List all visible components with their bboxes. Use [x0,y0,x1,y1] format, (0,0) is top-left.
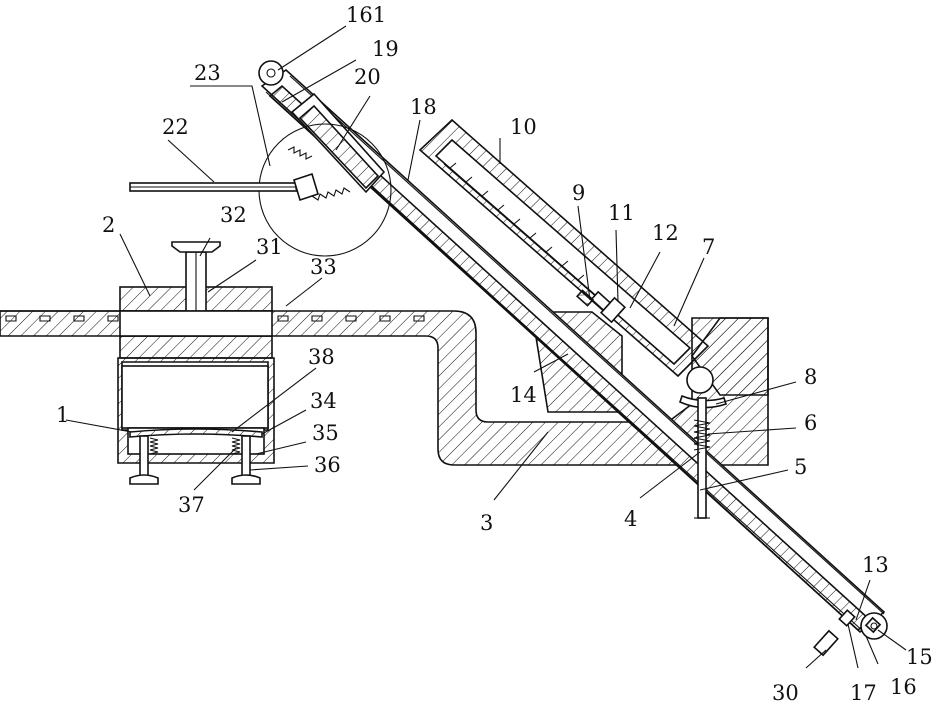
label-31: 31 [256,235,283,259]
label-23: 23 [194,61,221,85]
latch-roller [687,367,713,393]
label-8: 8 [804,365,817,389]
label-6: 6 [804,411,817,435]
label-13: 13 [862,553,889,577]
label-33: 33 [310,255,337,279]
label-7: 7 [702,235,715,259]
label-3: 3 [480,511,493,535]
label-9: 9 [572,181,585,205]
label-35: 35 [312,421,339,445]
label-30: 30 [772,681,799,705]
lower-block [120,336,272,358]
motor-stub [814,631,838,655]
label-14: 14 [510,383,537,407]
label-37: 37 [178,493,205,517]
label-34: 34 [310,389,337,413]
label-17: 17 [850,681,877,705]
label-10: 10 [510,115,537,139]
label-36: 36 [314,453,341,477]
label-4: 4 [624,507,637,531]
label-5: 5 [794,455,807,479]
post-cap [172,242,220,252]
label-11: 11 [608,201,635,225]
latch-rod [698,398,706,518]
label-19: 19 [372,37,399,61]
label-161: 161 [346,3,386,27]
label-32: 32 [220,203,247,227]
top-pulley [259,61,283,85]
label-38: 38 [308,345,335,369]
label-1: 1 [56,403,69,427]
label-2: 2 [102,213,115,237]
label-12: 12 [652,221,679,245]
label-16: 16 [890,675,917,699]
label-15: 15 [906,645,932,669]
label-20: 20 [354,65,381,89]
label-22: 22 [162,115,189,139]
housing-cavity [122,366,268,428]
table-section [120,311,272,336]
label-18: 18 [410,95,437,119]
